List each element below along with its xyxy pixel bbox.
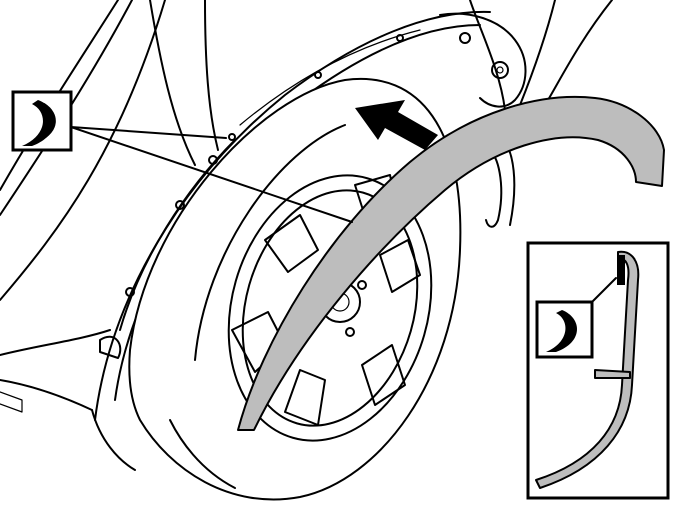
leader-line (70, 126, 353, 223)
clip-hole (228, 133, 236, 141)
adhesive-tape-callout (11, 90, 353, 223)
clip-hole (396, 34, 404, 42)
inset-detail-panel (526, 241, 670, 500)
car-body (0, 0, 219, 471)
adhesive-tape-icon (546, 310, 578, 352)
clip-hole (175, 200, 185, 210)
wheel-arch-trim (237, 95, 665, 431)
clip-hole (314, 71, 322, 79)
direction-arrow-icon (355, 100, 438, 150)
clip-hole (125, 287, 135, 297)
leader-line (70, 126, 227, 139)
rear-body-panel (439, 0, 613, 228)
adhesive-tape-icon (22, 100, 55, 146)
adhesive-tape-strip (617, 255, 625, 285)
leader-line (591, 277, 617, 303)
clip-hole (208, 155, 218, 165)
